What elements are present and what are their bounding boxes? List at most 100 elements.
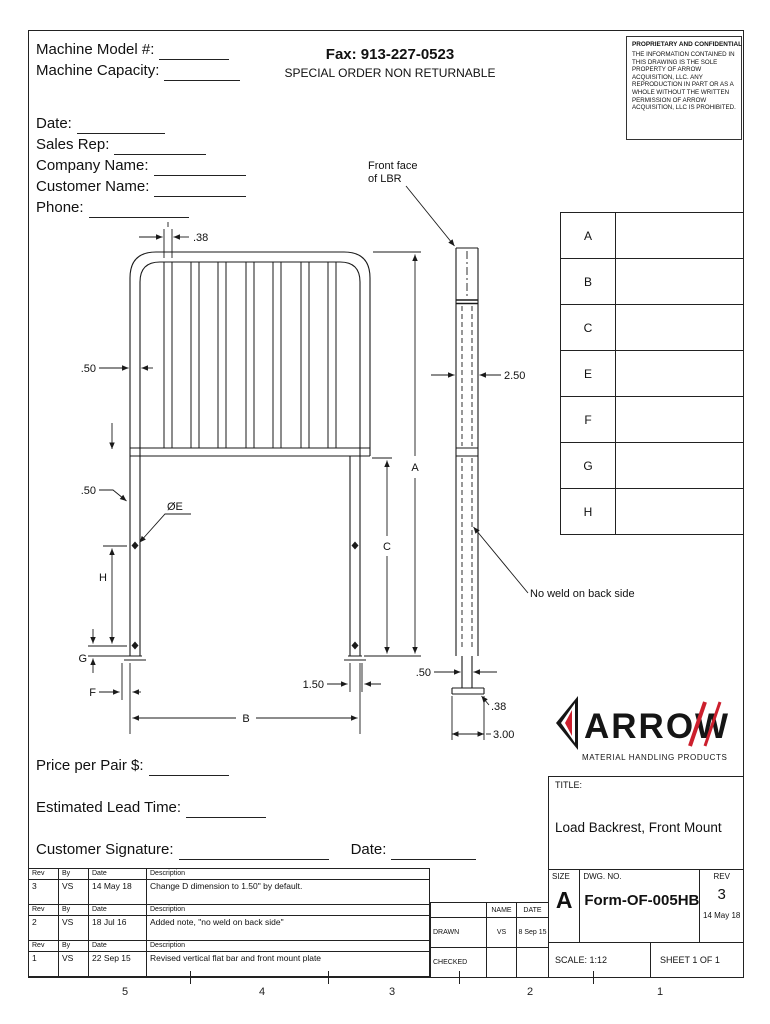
logo-red-slash bbox=[688, 701, 707, 747]
table-row: B bbox=[560, 258, 744, 305]
sheet-label: SHEET 1 OF 1 bbox=[660, 955, 720, 966]
table-row: C bbox=[560, 304, 744, 351]
zone-tick bbox=[459, 971, 461, 984]
zone-number-2: 2 bbox=[526, 986, 534, 998]
sales-rep-blank[interactable] bbox=[114, 139, 207, 155]
drawn-label: DRAWN bbox=[430, 917, 487, 948]
arrow-logo: ARROW MATERIAL HANDLING PRODUCTS bbox=[556, 696, 728, 762]
date-cell: 22 Sep 15 bbox=[88, 951, 147, 977]
date-cell: 14 May 18 bbox=[88, 879, 147, 905]
rev-header: Rev bbox=[28, 868, 59, 880]
sales-rep-label: Sales Rep: bbox=[36, 136, 110, 153]
dimension-table: A B C E F G H bbox=[560, 212, 744, 535]
checked-date[interactable] bbox=[516, 947, 549, 978]
title-bottom-row: SCALE: 1:12 SHEET 1 OF 1 bbox=[549, 943, 743, 978]
date-header: Date bbox=[88, 868, 147, 880]
rev-cell: REV 3 14 May 18 bbox=[700, 870, 743, 942]
dim-value-f[interactable] bbox=[615, 396, 744, 443]
drawn-name: VS bbox=[486, 917, 517, 948]
size-cell: SIZE A bbox=[549, 870, 581, 943]
proprietary-notice: PROPRIETARY AND CONFIDENTIAL THE INFORMA… bbox=[626, 36, 742, 140]
description-header: Description bbox=[146, 904, 430, 916]
company-name-label: Company Name: bbox=[36, 157, 149, 174]
machine-capacity-blank[interactable] bbox=[164, 65, 241, 81]
checked-name[interactable] bbox=[486, 947, 517, 978]
description-header: Description bbox=[146, 868, 430, 880]
size-label: SIZE bbox=[552, 872, 570, 882]
signature-blank[interactable] bbox=[178, 844, 329, 860]
fax-header: Fax: 913-227-0523 SPECIAL ORDER NON RETU… bbox=[240, 46, 540, 80]
signature-date-blank[interactable] bbox=[391, 844, 477, 860]
rev-header: Rev bbox=[28, 904, 59, 916]
drawn-row: DRAWN VS 8 Sep 15 bbox=[430, 917, 549, 948]
fax-number: Fax: 913-227-0523 bbox=[325, 46, 455, 63]
machine-capacity-label: Machine Capacity: bbox=[36, 62, 160, 79]
table-row: G bbox=[560, 442, 744, 489]
signature-date-label: Date: bbox=[350, 841, 387, 858]
revision-header-row: Rev By Date Description bbox=[28, 940, 430, 952]
rev-cell: 3 bbox=[28, 879, 59, 905]
dim-value-h[interactable] bbox=[615, 488, 744, 535]
revision-table: Rev By Date Description 3 VS 14 May 18 C… bbox=[28, 868, 430, 977]
zone-number-4: 4 bbox=[258, 986, 266, 998]
phone-blank[interactable] bbox=[88, 202, 189, 218]
arrow-logo-tagline: MATERIAL HANDLING PRODUCTS bbox=[582, 753, 727, 762]
description-cell: Revised vertical flat bar and front moun… bbox=[146, 951, 430, 977]
price-blank[interactable] bbox=[148, 760, 229, 776]
dim-label-f: F bbox=[560, 396, 616, 443]
title-block: TITLE: Load Backrest, Front Mount SIZE A… bbox=[548, 776, 744, 978]
description-cell: Change D dimension to 1.50" by default. bbox=[146, 879, 430, 905]
title-label: TITLE: bbox=[555, 780, 583, 790]
table-row: A bbox=[560, 212, 744, 259]
by-header: By bbox=[58, 904, 89, 916]
dim-value-b[interactable] bbox=[615, 258, 744, 305]
revision-row-3: 3 VS 14 May 18 Change D dimension to 1.5… bbox=[28, 879, 430, 905]
date-blank[interactable] bbox=[76, 118, 165, 134]
zone-tick bbox=[328, 971, 330, 984]
date-header: Date bbox=[88, 904, 147, 916]
table-row: F bbox=[560, 396, 744, 443]
company-name-blank[interactable] bbox=[153, 160, 246, 176]
dim-label-b: B bbox=[560, 258, 616, 305]
customer-name-label: Customer Name: bbox=[36, 178, 150, 195]
rev-value: 3 bbox=[717, 886, 726, 904]
customer-name-blank[interactable] bbox=[154, 181, 247, 197]
description-header: Description bbox=[146, 940, 430, 952]
dwg-no-label: DWG. NO. bbox=[583, 872, 622, 882]
lead-time-label: Estimated Lead Time: bbox=[36, 799, 182, 816]
rev-label: REV bbox=[713, 872, 730, 882]
date-header: Date bbox=[88, 940, 147, 952]
by-header: By bbox=[58, 940, 89, 952]
checked-label: CHECKED bbox=[430, 947, 487, 978]
dwg-no-value: Form-OF-005HB bbox=[584, 892, 700, 910]
scale-label: SCALE: 1:12 bbox=[549, 943, 651, 978]
date-label: Date: bbox=[36, 115, 72, 132]
price-label: Price per Pair $: bbox=[36, 757, 144, 774]
machine-model-blank[interactable] bbox=[159, 44, 230, 60]
title-row: TITLE: Load Backrest, Front Mount bbox=[549, 777, 743, 871]
logo-red-slash bbox=[703, 701, 722, 747]
table-row: H bbox=[560, 488, 744, 535]
rev-header: Rev bbox=[28, 940, 59, 952]
dim-label-h: H bbox=[560, 488, 616, 535]
machine-model-label: Machine Model #: bbox=[36, 41, 155, 58]
dim-value-g[interactable] bbox=[615, 442, 744, 489]
date-header: DATE bbox=[516, 902, 549, 918]
zone-number-5: 5 bbox=[121, 986, 129, 998]
revision-header-row: Rev By Date Description bbox=[28, 868, 430, 880]
approval-header-row: NAME DATE bbox=[430, 902, 549, 918]
lead-time-blank[interactable] bbox=[186, 802, 267, 818]
dim-value-e[interactable] bbox=[615, 350, 744, 397]
signature-field: Customer Signature: Date: bbox=[36, 840, 477, 860]
zone-number-3: 3 bbox=[388, 986, 396, 998]
by-cell: VS bbox=[58, 879, 89, 905]
date-cell: 18 Jul 16 bbox=[88, 915, 147, 941]
dim-value-a[interactable] bbox=[615, 212, 744, 259]
table-row: E bbox=[560, 350, 744, 397]
zone-tick bbox=[190, 971, 192, 984]
proprietary-title: PROPRIETARY AND CONFIDENTIAL bbox=[632, 41, 743, 48]
border-frame bbox=[28, 30, 744, 978]
title-mid-row: SIZE A DWG. NO. Form-OF-005HB REV 3 14 M… bbox=[549, 870, 743, 944]
dim-value-c[interactable] bbox=[615, 304, 744, 351]
